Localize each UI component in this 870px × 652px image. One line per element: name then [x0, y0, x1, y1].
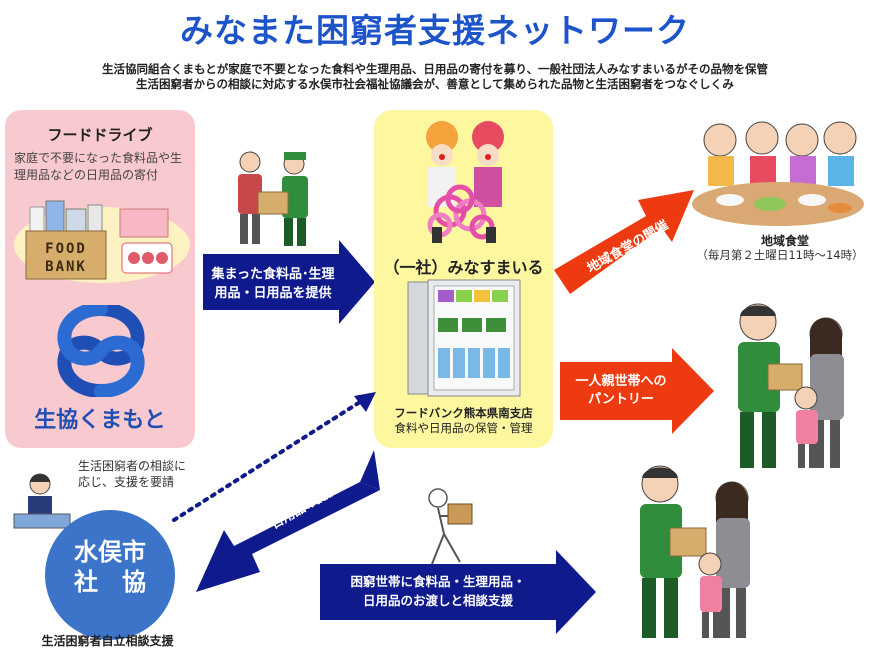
page-title: みなまた困窮者支援ネットワーク	[180, 11, 690, 50]
arrow-delivery-line-2: 日用品のお渡しと相談支援	[362, 593, 513, 608]
arrow-delivery	[320, 550, 596, 634]
subtitle-line-2: 生活困窮者からの相談に対応する水俣市社会福祉協議会が、善意として集められた品物と…	[136, 77, 734, 91]
coop-logo-text: 生協くまもと	[34, 408, 166, 433]
clown-performers-photo	[426, 121, 504, 243]
council-circle-line-2: 社 協	[74, 568, 146, 596]
council-circle-line-1: 水俣市	[74, 538, 146, 566]
social-welfare-council-circle	[45, 510, 175, 640]
refrigerator-illustration	[407, 279, 521, 397]
arrow-pantry-line-1: 一人親世帯への	[575, 374, 667, 389]
foodbank-branch-name: フードバンク熊本県南支店	[394, 406, 533, 420]
arrow-cafeteria	[554, 190, 694, 294]
arrow-pantry-line-2: パントリー	[588, 392, 654, 407]
arrow-delivery-line-1: 困窮世帯に食料品・生理用品・	[350, 574, 526, 589]
cafeteria-name: 地域食堂	[760, 234, 809, 248]
self-reliance-support-label: 生活困窮者自立相談支援	[41, 634, 174, 648]
delivery-person-illustration	[428, 488, 473, 565]
single-parent-family-illustration	[738, 303, 844, 468]
needy-household-illustration	[640, 465, 750, 638]
arrow-provide-line-2: 用品・日用品を提供	[214, 286, 332, 301]
minasmile-name: （一社）みなすまいる	[383, 258, 544, 277]
arrow-to-council	[196, 450, 380, 592]
coop-logo	[57, 305, 145, 397]
community-cafeteria-illustration	[692, 121, 864, 226]
food-drive-title: フードドライブ	[47, 126, 153, 144]
council-consult-line-2: 応じ、支援を要請	[78, 475, 175, 489]
donation-handover-illustration	[238, 151, 308, 246]
dotted-link-request	[172, 392, 376, 522]
box-label-line-1: FOOD	[45, 241, 87, 257]
arrow-provide-line-1: 集まった食料品･生理	[211, 267, 335, 282]
council-consult-line-1: 生活困窮者の相談に	[78, 459, 187, 473]
cafeteria-schedule: （毎月第２土曜日11時～14時）	[696, 248, 864, 262]
food-bank-box-illustration	[14, 200, 190, 283]
subtitle-line-1: 生活協同組合くまもとが家庭で不要となった食料や生理用品、日用品の寄付を募り、一般…	[102, 62, 768, 76]
arrow-provide	[203, 240, 375, 324]
social-welfare-council-label: 水俣市 社 協	[45, 537, 175, 597]
foodbank-branch-role: 食料や日用品の保管・管理	[394, 421, 533, 435]
consultant-desk-illustration	[13, 473, 71, 529]
box-label-line-2: BANK	[45, 259, 87, 275]
arrow-pantry	[560, 348, 714, 434]
council-consult-note: 生活困窮者の相談に 応じ、支援を要請	[78, 458, 228, 490]
food-drive-description: 家庭で不要になった食料品や生理用品などの日用品の寄付	[14, 151, 183, 182]
